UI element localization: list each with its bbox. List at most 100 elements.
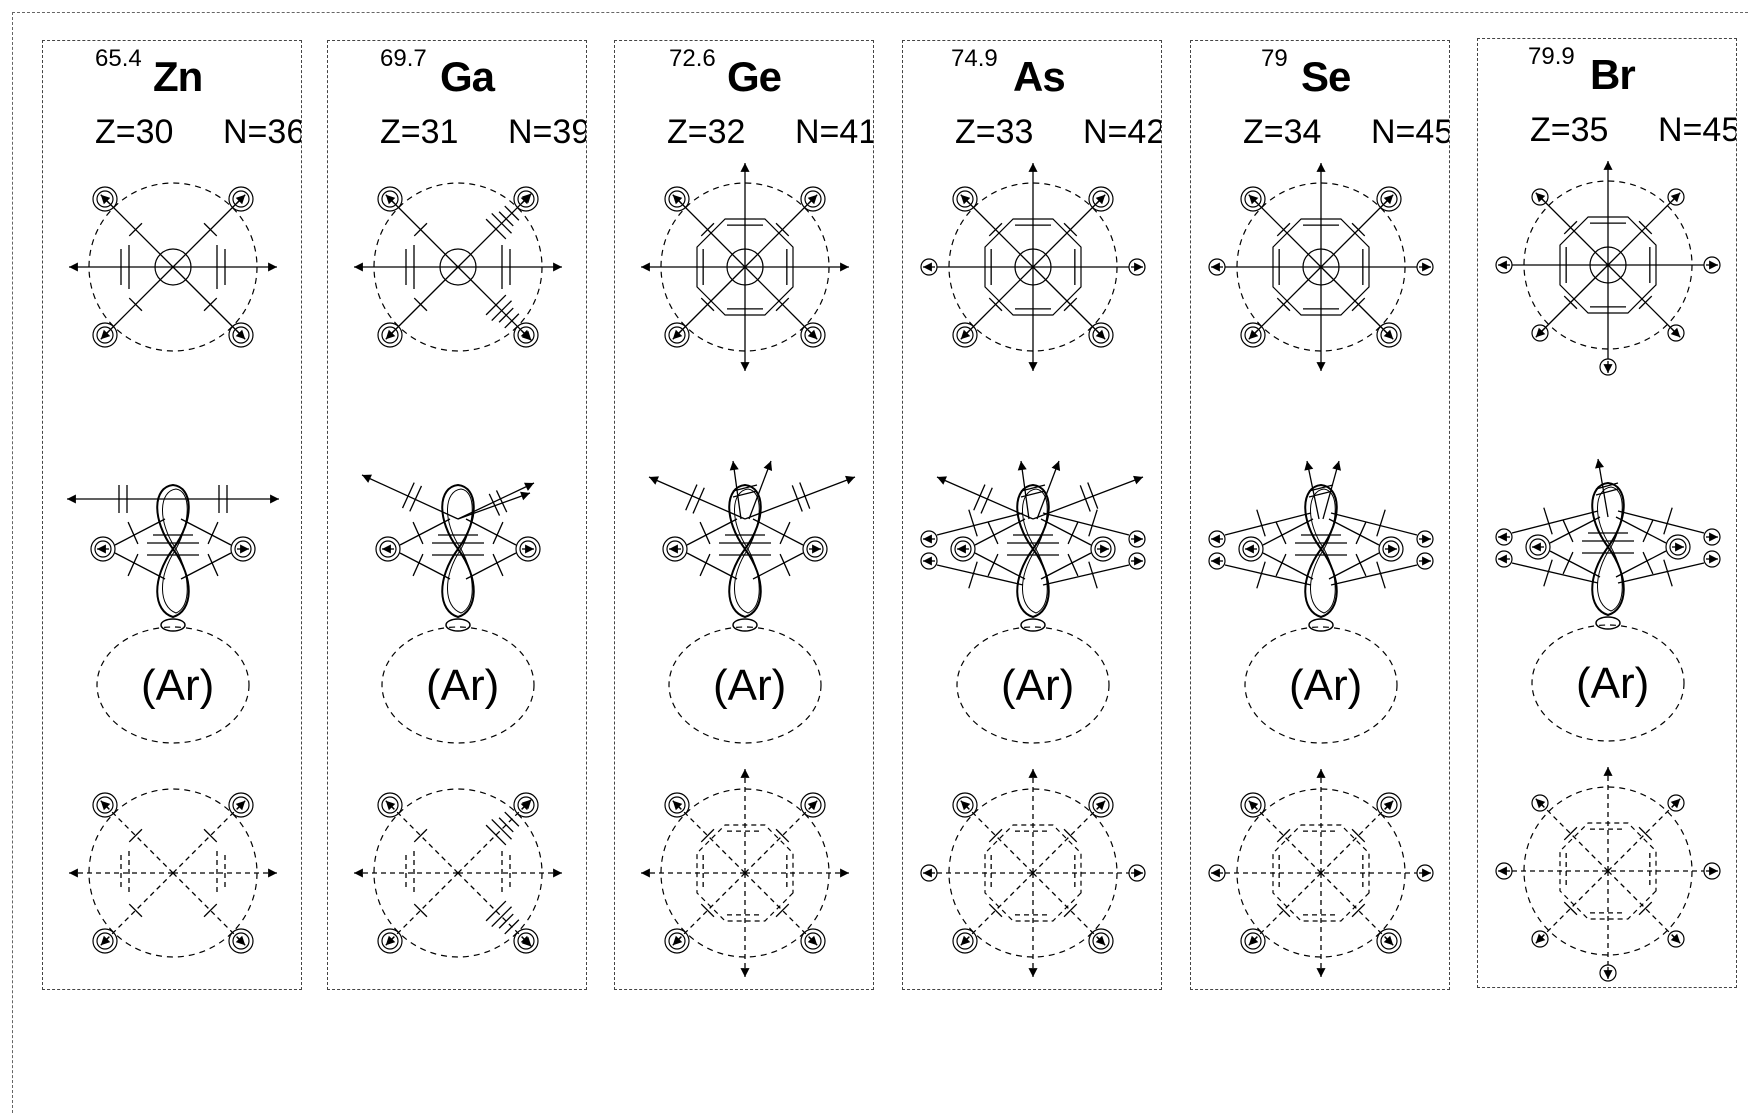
electron-spin-head-icon — [520, 329, 531, 340]
corner-electron-icon — [804, 796, 822, 814]
bond-tick — [1663, 507, 1673, 535]
diagonal-line — [1607, 802, 1677, 872]
bond-double-tick — [485, 824, 507, 846]
electron-spin-head-icon — [1211, 534, 1220, 544]
cross-bar — [1595, 488, 1619, 496]
inner-octagon — [696, 218, 794, 316]
side-electron-icon — [379, 540, 397, 558]
corner-electron-icon — [956, 796, 974, 814]
diagonal-tick — [1063, 828, 1078, 843]
bond-line — [1328, 552, 1380, 580]
corner-electron-icon-outer-ring — [952, 322, 978, 348]
corner-electron-icon — [668, 796, 686, 814]
bond-line — [1549, 550, 1601, 578]
bond-line — [752, 518, 804, 546]
electron-spin-head-icon — [807, 194, 818, 205]
atomic-mass: 65.4 — [95, 45, 142, 72]
bond-double-tick — [495, 490, 508, 513]
neutron-count-label: N=45 — [1658, 111, 1737, 149]
bond-double-tick — [488, 493, 501, 516]
diagonal-tick — [1063, 297, 1078, 312]
horizontal-axis-arrow-head-icon — [840, 868, 849, 878]
orbital-base-ellipse — [732, 618, 758, 632]
orbital-base-ellipse — [445, 618, 471, 632]
axis-electron-icon — [1703, 256, 1721, 274]
corner-electron-icon — [1244, 326, 1262, 344]
diagonal-tick — [128, 903, 143, 918]
up-arrow — [1597, 458, 1609, 518]
electron-spin-head-icon — [1498, 260, 1507, 270]
diagonal-arrow — [457, 266, 532, 341]
vertical-axis-arrow-head-icon — [1028, 769, 1038, 778]
electron-spin-head-icon — [807, 800, 818, 811]
side-electron-icon — [666, 540, 684, 558]
orbital-diagram — [1208, 163, 1434, 977]
diagonal-tick — [203, 903, 218, 918]
bond-double-tick — [799, 482, 811, 509]
electron-spin-head-icon — [1248, 194, 1259, 205]
corner-electron-icon-outer-ring — [92, 186, 118, 212]
electron-spin-head-icon — [1709, 260, 1718, 270]
bond-tick — [987, 521, 999, 545]
corner-electron-icon — [381, 796, 399, 814]
diagonal-arrow — [457, 193, 532, 268]
corner-electron-icon-outer-ring — [800, 186, 826, 212]
bond-double-tick — [973, 484, 986, 511]
outer-side-electron-icon — [1495, 528, 1513, 546]
up-arrow-head-icon — [1332, 461, 1342, 471]
diagonal-tick — [1351, 222, 1366, 237]
electron-spin-head-icon — [1383, 935, 1394, 946]
diagonal-tick — [988, 222, 1003, 237]
vertical-axis-arrow-head-icon — [1028, 362, 1038, 371]
diagonal-tick — [1276, 297, 1291, 312]
axis-electron-icon — [1416, 258, 1434, 276]
bond-tick — [1088, 561, 1098, 589]
corner-electron-icon-outer-ring — [92, 792, 118, 818]
argon-core-label: (Ar) — [141, 661, 215, 710]
vertical-axis-arrow-head-icon — [1603, 161, 1613, 170]
bond-line — [399, 518, 451, 546]
electron-spin-head-icon — [235, 329, 246, 340]
inner-octagon — [1272, 218, 1370, 316]
electron-spin-head-icon — [1388, 544, 1397, 554]
axis-electron-icon — [1208, 258, 1226, 276]
bond-tick — [1543, 507, 1553, 535]
horizontal-axis-arrow-head-icon — [268, 868, 277, 878]
electron-spin-head-icon — [1709, 532, 1718, 542]
bond-double-tick — [1079, 485, 1091, 512]
corner-electron-icon — [956, 190, 974, 208]
orbital-base-ellipse — [1595, 616, 1621, 630]
corner-electron-icon — [96, 190, 114, 208]
side-electron-icon — [1669, 538, 1687, 556]
diagonal-tick — [203, 297, 218, 312]
bond-tick — [1355, 553, 1367, 577]
bond-double-tick — [498, 913, 514, 929]
electron-spin-head-icon — [235, 800, 246, 811]
argon-core-label: (Ar) — [1576, 659, 1650, 708]
bond-tick — [1256, 509, 1266, 537]
diagonal-line — [172, 872, 242, 942]
side-electron-icon-outer-ring — [662, 536, 688, 562]
corner-electron-icon-outer-ring — [800, 928, 826, 954]
electron-spin-head-icon — [1670, 933, 1681, 944]
bond-tick — [412, 553, 424, 577]
element-symbol: Ga — [440, 53, 495, 100]
electron-spin-head-icon — [1383, 194, 1394, 205]
corner-electron-icon — [517, 932, 535, 950]
diagonal-tick — [1638, 826, 1653, 841]
side-electron-icon-outer-ring — [375, 536, 401, 562]
up-arrow — [1036, 460, 1060, 520]
corner-electron-icon-outer-ring — [664, 322, 690, 348]
core-ellipse — [668, 626, 822, 744]
corner-electron-icon — [1667, 930, 1685, 948]
diagonal-tick — [988, 903, 1003, 918]
bond-tick — [968, 561, 978, 589]
bond-double-tick — [504, 205, 520, 221]
bond-line — [1617, 562, 1705, 584]
electron-spin-head-icon — [1670, 192, 1681, 203]
axis-electron-icon — [1599, 358, 1617, 376]
electron-spin-head-icon — [1383, 329, 1394, 340]
bond-line — [1042, 512, 1130, 536]
